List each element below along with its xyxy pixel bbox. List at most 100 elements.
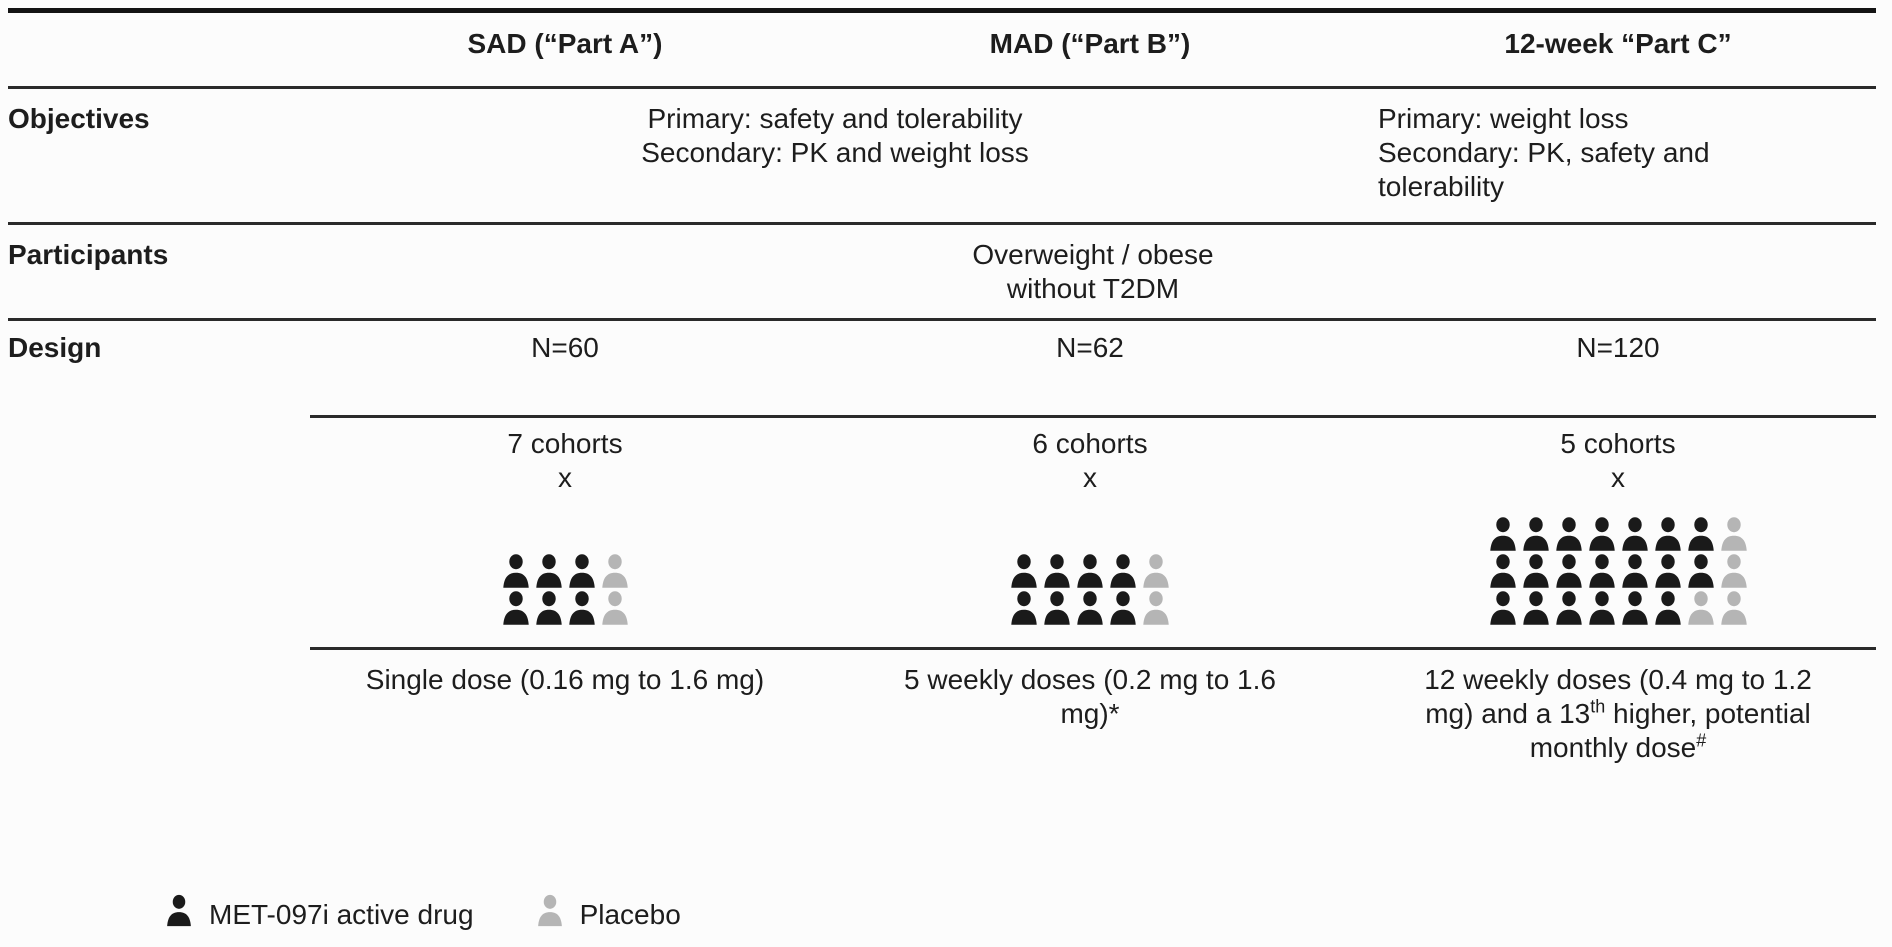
person-icon [1687,554,1714,588]
person-icon [1011,554,1037,588]
design-n-partc: N=120 [1576,332,1660,363]
design-subtable: 7 cohorts x 6 cohorts x 5 cohorts x Sing… [310,415,1876,765]
row-label-design: Design [8,332,102,363]
multiply-sign-sad: x [558,462,572,493]
objectives-sad-mad-cell: Primary: safety and tolerability Seconda… [310,102,1360,222]
person-icon [1077,591,1103,625]
participants-line-2: without T2DM [1006,273,1180,304]
person-icon [1077,554,1103,588]
objectives-partc-primary-line: Primary: weight loss [1378,103,1629,134]
cohort-pictogram-mad [1009,513,1171,625]
person-icon [1555,517,1582,551]
participants-cell: Overweight / obese without T2DM [310,238,1876,318]
person-icon [502,591,529,625]
person-icon [1588,591,1615,625]
cohort-pictogram-sad [501,513,630,625]
cohorts-count-mad: 6 cohorts [1032,428,1148,459]
cohort-pictogram-partc [1488,513,1749,625]
person-icon [1588,554,1615,588]
person-icon [1687,591,1714,625]
objectives-partc-cell: Primary: weight loss Secondary: PK, safe… [1360,102,1876,222]
cohorts-col-partc: 5 cohorts x [1360,427,1876,625]
pictogram-row [501,591,630,625]
person-icon [167,894,191,927]
person-icon [1489,554,1516,588]
active-drug-person-icon [165,893,193,936]
table-header-row: SAD (“Part A”) MAD (“Part B”) 12-week “P… [8,13,1876,89]
pictogram-row [1488,591,1749,625]
person-icon [1654,591,1681,625]
person-icon [1588,517,1615,551]
cohorts-count-sad: 7 cohorts [507,428,623,459]
header-empty-cell [8,27,310,61]
row-label-participants: Participants [8,239,169,270]
pictogram-row [501,554,630,588]
objectives-partc-secondary-line: Secondary: PK, safety and tolerability [1378,137,1710,202]
person-icon [1522,517,1549,551]
person-icon [1621,517,1648,551]
person-icon [1143,554,1169,588]
person-icon [601,554,628,588]
design-row: Design N=60 N=62 N=120 [8,321,1876,365]
person-icon [1720,591,1747,625]
dose-section: Single dose (0.16 mg to 1.6 mg) 5 weekly… [310,650,1876,765]
person-icon [1011,591,1037,625]
person-icon [1621,591,1648,625]
cohorts-col-mad: 6 cohorts x [820,427,1360,625]
person-icon [1044,591,1070,625]
participants-row: Participants Overweight / obese without … [8,225,1876,321]
dose-mad: 5 weekly doses (0.2 mg to 1.6 mg)* [904,664,1276,729]
person-icon [1654,517,1681,551]
column-header-sad: SAD (“Part A”) [467,28,663,59]
dose-sad: Single dose (0.16 mg to 1.6 mg) [365,664,765,695]
pictogram-row [1009,554,1171,588]
person-icon [1110,554,1136,588]
pictogram-row [1009,591,1171,625]
person-icon [568,554,595,588]
multiply-sign-mad: x [1083,462,1097,493]
column-header-partc: 12-week “Part C” [1504,28,1732,59]
row-label-objectives: Objectives [8,103,150,134]
person-icon [1143,591,1169,625]
legend: MET-097i active drug Placebo [165,893,681,936]
person-icon [1555,554,1582,588]
person-icon [502,554,529,588]
column-header-mad: MAD (“Part B”) [989,28,1191,59]
objectives-secondary-line: Secondary: PK and weight loss [641,137,1029,168]
person-icon [535,554,562,588]
design-n-mad: N=62 [1056,332,1124,363]
person-icon [1654,554,1681,588]
design-n-sad: N=60 [531,332,599,363]
person-icon [1522,554,1549,588]
person-icon [1522,591,1549,625]
trial-design-table: SAD (“Part A”) MAD (“Part B”) 12-week “P… [8,8,1876,765]
multiply-sign-partc: x [1611,462,1625,493]
person-icon [568,591,595,625]
person-icon [535,591,562,625]
person-icon [1044,554,1070,588]
person-icon [1489,591,1516,625]
objectives-primary-line: Primary: safety and tolerability [647,103,1023,134]
person-icon [1720,517,1747,551]
table-top-rule [8,8,1876,13]
cohorts-section: 7 cohorts x 6 cohorts x 5 cohorts x [310,418,1876,650]
pictogram-row [1488,517,1749,551]
participants-line-1: Overweight / obese [972,239,1214,270]
person-icon [1555,591,1582,625]
person-icon [537,894,562,927]
legend-item-active-drug: MET-097i active drug [165,893,474,936]
person-icon [1687,517,1714,551]
pictogram-row [1488,554,1749,588]
person-icon [1621,554,1648,588]
person-icon [1720,554,1747,588]
legend-item-placebo: Placebo [536,893,681,936]
person-icon [601,591,628,625]
dose-partc: 12 weekly doses (0.4 mg to 1.2 mg) and a… [1424,664,1812,763]
cohorts-col-sad: 7 cohorts x [310,427,820,625]
placebo-person-icon [536,893,564,936]
legend-label-placebo: Placebo [579,898,681,930]
legend-label-active-drug: MET-097i active drug [209,898,474,930]
objectives-row: Objectives Primary: safety and tolerabil… [8,89,1876,225]
cohorts-count-partc: 5 cohorts [1560,428,1676,459]
